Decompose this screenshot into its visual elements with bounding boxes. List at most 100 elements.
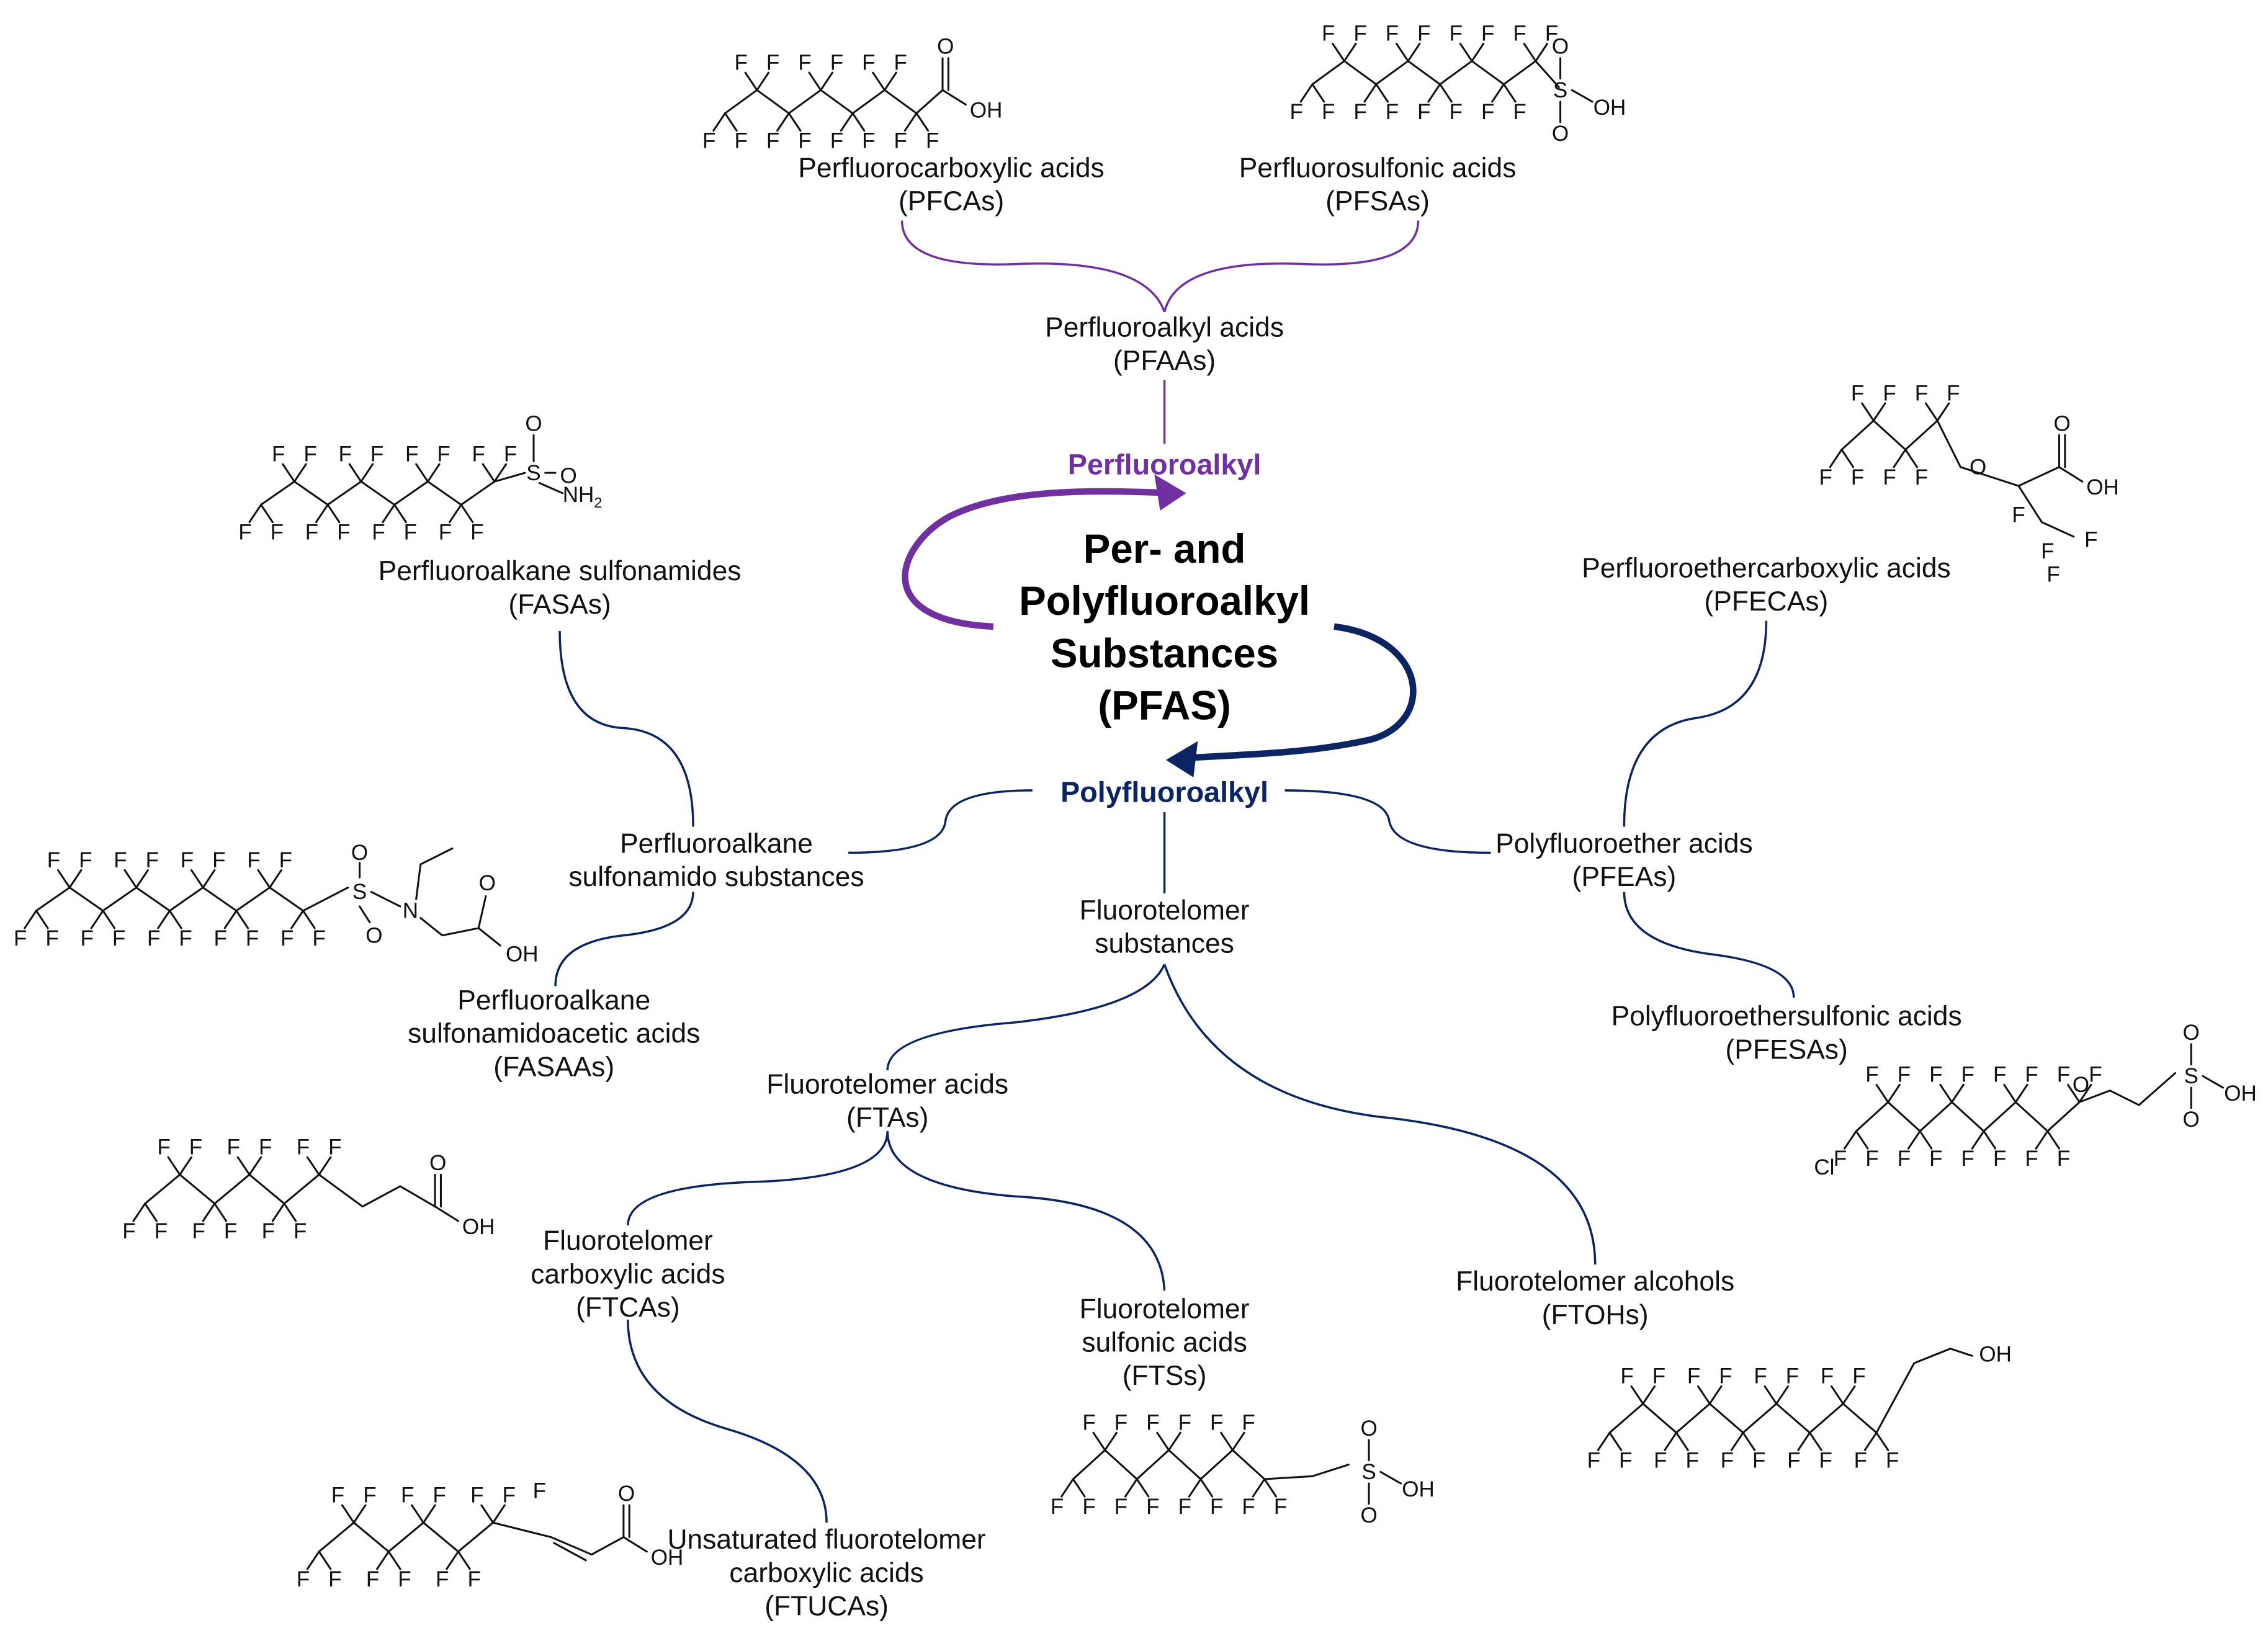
svg-text:F: F [114,848,127,872]
svg-text:O: O [618,1482,635,1506]
label-ftss-line2: sulfonic acids [1082,1327,1247,1358]
svg-text:F: F [830,50,843,74]
svg-text:F: F [2025,1063,2038,1087]
label-pfesas-line1: Polyfluoroethersulfonic acids [1611,1001,1962,1032]
svg-text:F: F [331,1483,344,1507]
svg-text:F: F [372,521,385,545]
svg-text:F: F [1719,1364,1732,1389]
svg-text:F: F [328,1567,341,1591]
svg-text:O: O [2054,411,2071,436]
svg-text:F: F [1686,1448,1699,1472]
svg-text:F: F [1114,1411,1127,1435]
svg-text:F: F [1786,1364,1799,1389]
svg-text:F: F [1961,1063,1974,1087]
svg-text:F: F [1929,1147,1942,1171]
svg-text:F: F [279,848,292,872]
svg-text:OH: OH [970,99,1003,123]
connector-polyfluoroalkyl-pfeas [1284,789,1491,854]
diagram-title-line2: Polyfluoroalkyl [1019,578,1310,624]
label-pfaas-line2: (PFAAs) [1113,346,1216,376]
perfluoroalkyl-arrow [902,488,1175,630]
svg-text:S: S [1553,78,1567,102]
svg-text:F: F [1834,1147,1847,1171]
svg-text:OH: OH [506,942,539,967]
svg-text:F: F [702,129,715,153]
category-polyfluoroalkyl: Polyfluoroalkyl [1060,776,1268,808]
svg-text:F: F [1242,1411,1255,1435]
svg-text:F: F [1417,22,1430,46]
svg-text:F: F [862,129,875,153]
svg-text:F: F [1481,100,1494,124]
svg-text:F: F [2089,1063,2102,1087]
svg-text:F: F [1290,100,1303,124]
label-pfecas-line2: (PFECAs) [1705,586,1829,617]
svg-text:F: F [1386,100,1399,124]
connector-ftas-ftss [886,1131,1166,1291]
svg-text:O: O [1360,1503,1377,1528]
svg-text:F: F [894,129,907,153]
svg-text:F: F [338,442,351,466]
label-pfaas-line1: Perfluoroalkyl acids [1045,312,1284,342]
svg-text:F: F [1898,1063,1911,1087]
svg-text:F: F [79,848,92,872]
svg-text:O: O [2183,1021,2200,1045]
svg-text:F: F [1619,1448,1632,1472]
svg-text:F: F [766,50,779,74]
label-pfcas-line2: (PFCAs) [899,186,1004,217]
svg-text:F: F [1821,1364,1834,1389]
svg-text:O: O [2183,1107,2200,1132]
diagram-title-line3: Substances [1051,630,1278,676]
svg-text:O: O [479,871,496,895]
connector-sulfonamido-polyfluoroalkyl [848,789,1033,854]
diagram-title-line4: (PFAS) [1098,682,1230,728]
svg-text:F: F [272,442,285,466]
node-labels: Perfluorocarboxylic acids(PFCAs) Perfluor… [379,153,1962,1621]
svg-text:F: F [297,1135,310,1160]
svg-text:F: F [181,848,194,872]
svg-text:F: F [1654,1448,1667,1472]
svg-text:Cl: Cl [1814,1155,1834,1179]
connector-pfsas-pfaas [1163,220,1420,313]
svg-text:F: F [472,442,485,466]
svg-text:F: F [303,442,316,466]
label-ftss-line1: Fluorotelomer [1080,1294,1250,1325]
category-perfluoroalkyl: Perfluoroalkyl [1068,448,1262,480]
svg-text:F: F [1883,465,1896,490]
svg-text:F: F [436,1567,449,1591]
svg-text:F: F [1450,100,1463,124]
svg-text:F: F [1587,1448,1600,1472]
svg-text:F: F [1851,381,1864,405]
label-pfcas-line1: Perfluorocarboxylic acids [798,153,1104,183]
connectors [554,220,1795,1523]
svg-text:F: F [1993,1063,2006,1087]
svg-text:F: F [533,1479,546,1503]
svg-text:F: F [1721,1448,1734,1472]
label-ftcas-line3: (FTCAs) [576,1292,680,1323]
svg-text:S: S [1361,1460,1376,1484]
svg-text:F: F [224,1219,237,1243]
svg-text:F: F [1915,465,1928,490]
svg-text:F: F [305,521,318,545]
connector-ftcas-ftucas [627,1319,828,1523]
svg-text:F: F [1898,1147,1911,1171]
svg-text:F: F [798,129,811,153]
svg-text:F: F [398,1567,411,1591]
svg-text:F: F [2046,562,2060,586]
svg-text:F: F [337,521,350,545]
svg-text:S: S [526,461,540,485]
svg-text:F: F [1481,22,1494,46]
svg-text:F: F [830,129,843,153]
svg-text:F: F [1852,1364,1865,1389]
label-ft-line2: substances [1095,929,1234,959]
label-pfesas-line2: (PFESAs) [1725,1034,1847,1065]
svg-text:F: F [179,926,192,951]
label-sulfonamido-line1: Perfluoroalkane [620,828,813,859]
svg-text:F: F [146,848,159,872]
svg-text:O: O [1360,1416,1377,1441]
svg-text:F: F [366,1567,379,1591]
